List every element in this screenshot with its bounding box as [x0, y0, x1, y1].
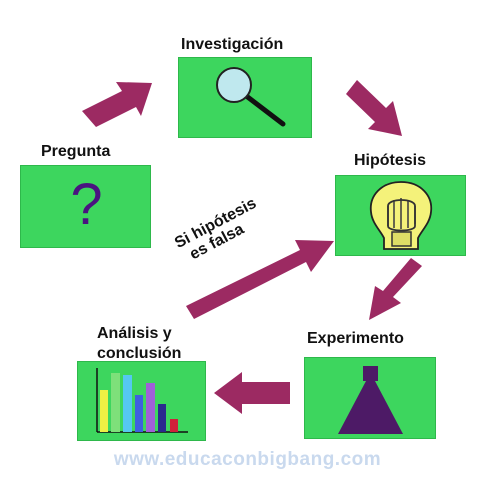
step-label-investigacion: Investigación [181, 36, 284, 53]
arrow-pregunta-to-investigacion [82, 82, 152, 127]
bar-yellow [100, 390, 108, 432]
bar-cyan [123, 375, 132, 432]
step-box-analisis [77, 361, 206, 441]
arrow-investigacion-to-hipotesis [346, 80, 402, 136]
flask-icon [338, 366, 403, 434]
bar-chart-icon [96, 368, 188, 433]
arrow-experimento-to-analisis [214, 372, 290, 414]
bar-red [170, 419, 178, 432]
lightbulb-icon [369, 181, 433, 250]
step-box-experimento [304, 357, 436, 439]
step-label-analisis: Análisis y conclusión [97, 324, 181, 364]
step-box-hipotesis [335, 175, 466, 256]
arrow-hipotesis-to-experimento [369, 258, 422, 320]
step-label-experimento: Experimento [307, 330, 404, 347]
step-label-analisis-line1: Análisis y [97, 325, 172, 342]
step-box-pregunta: ? [20, 165, 151, 248]
watermark: www.educaconbigbang.com [113, 449, 382, 470]
bar-green [111, 373, 120, 432]
step-label-analisis-line2: conclusión [97, 345, 182, 362]
magnifying-glass-icon [216, 67, 286, 127]
arrow-analisis-to-hipotesis [186, 240, 334, 319]
step-label-hipotesis: Hipótesis [354, 152, 427, 169]
bar-blue [135, 395, 143, 432]
bar-navy [158, 404, 166, 432]
step-box-investigacion [178, 57, 312, 138]
bar-purple [146, 383, 155, 432]
question-mark-icon: ? [70, 172, 103, 237]
step-label-pregunta: Pregunta [41, 143, 111, 160]
